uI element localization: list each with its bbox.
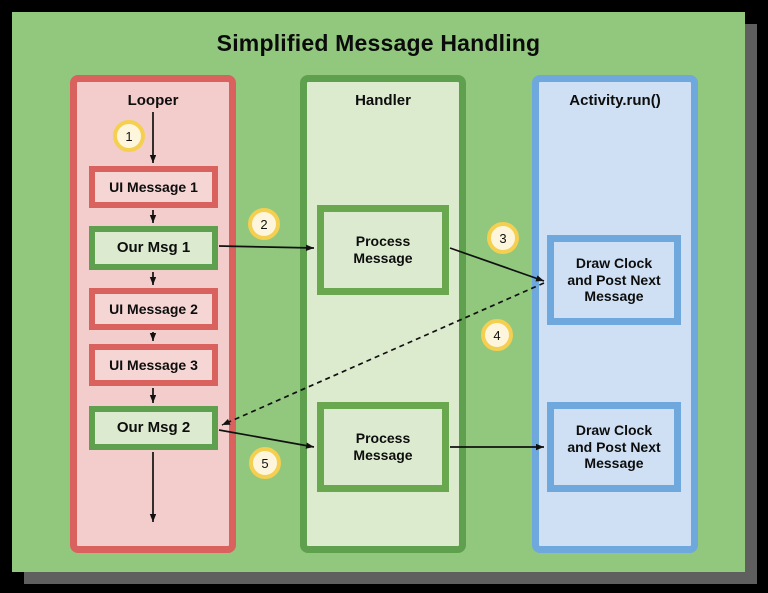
node-process-message-top-line1: Process bbox=[355, 233, 411, 250]
column-looper-title: Looper bbox=[127, 92, 179, 109]
node-process-message-bottom-line2: Message bbox=[353, 447, 413, 463]
step-badge-2: 2 bbox=[248, 208, 280, 240]
node-ui-message-2[interactable]: UI Message 2 bbox=[89, 288, 218, 330]
node-draw-clock-top[interactable]: Draw Clock and Post Next Message bbox=[547, 235, 681, 325]
step-badge-5: 5 bbox=[249, 447, 281, 479]
node-our-msg-2[interactable]: Our Msg 2 bbox=[89, 406, 218, 450]
step-badge-1: 1 bbox=[113, 120, 145, 152]
node-our-msg-1[interactable]: Our Msg 1 bbox=[89, 226, 218, 270]
page-title: Simplified Message Handling bbox=[216, 30, 541, 56]
node-draw-clock-bottom-line1: Draw Clock bbox=[575, 422, 653, 439]
node-draw-clock-top-line3: Message bbox=[584, 288, 644, 305]
node-draw-clock-bottom-line3: Message bbox=[584, 455, 644, 472]
node-draw-clock-top-line1: Draw Clock bbox=[575, 255, 653, 272]
step-badge-3: 3 bbox=[487, 222, 519, 254]
node-process-message-top[interactable]: Process Message bbox=[317, 205, 449, 295]
step-badge-4: 4 bbox=[481, 319, 513, 351]
node-ui-message-1[interactable]: UI Message 1 bbox=[89, 166, 218, 208]
node-process-message-top-line2: Message bbox=[353, 250, 413, 266]
node-draw-clock-bottom-line2: and Post Next bbox=[567, 438, 661, 455]
node-draw-clock-bottom[interactable]: Draw Clock and Post Next Message bbox=[547, 402, 681, 492]
column-activity-title: Activity.run() bbox=[569, 92, 661, 109]
column-handler-title: Handler bbox=[355, 92, 411, 109]
node-draw-clock-top-line2: and Post Next bbox=[567, 271, 661, 288]
node-process-message-bottom[interactable]: Process Message bbox=[317, 402, 449, 492]
node-ui-message-3[interactable]: UI Message 3 bbox=[89, 344, 218, 386]
node-process-message-bottom-line1: Process bbox=[355, 430, 411, 447]
